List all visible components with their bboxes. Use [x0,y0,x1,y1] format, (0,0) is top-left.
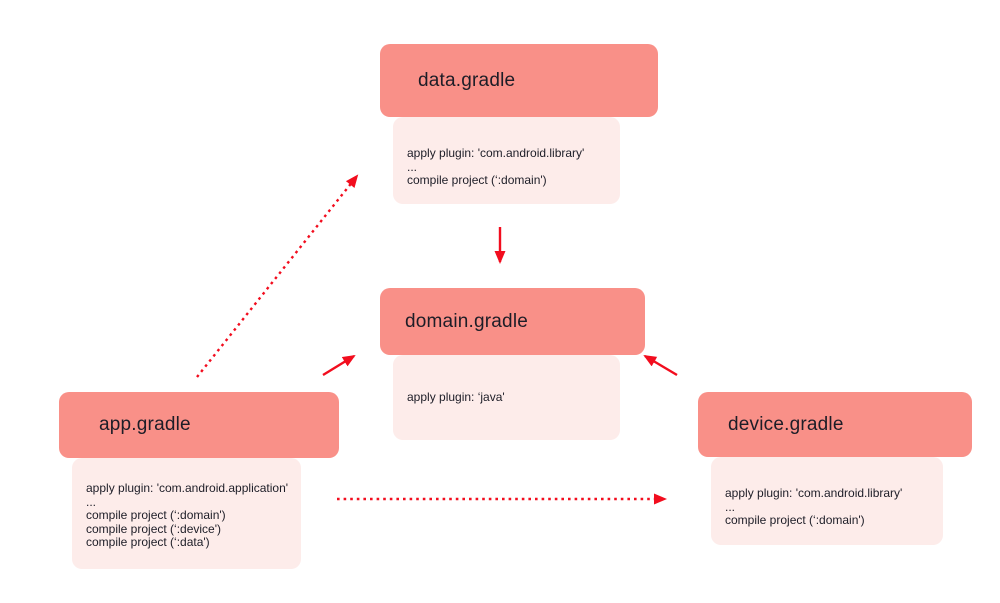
code-line: compile project (‘:domain') [407,173,547,187]
code-line: compile project (‘:domain') [725,513,865,527]
node-device-gradle-header: device.gradle [698,392,972,457]
edge-app-to-domain [322,354,356,377]
code-line: apply plugin: ‘java' [407,390,505,404]
edge-device-to-domain [643,354,678,377]
node-app-gradle-body: apply plugin: 'com.android.application' … [72,458,301,569]
node-data-gradle-title: data.gradle [418,69,516,91]
edge-app-to-data [196,174,359,378]
node-app-gradle-title: app.gradle [99,414,191,435]
node-domain-gradle-header: domain.gradle [380,288,645,355]
code-line: ... [407,159,418,174]
code-line: apply plugin: 'com.android.library' [407,146,585,160]
code-line: ... [725,499,736,514]
code-line: compile project (‘:device') [86,521,222,536]
node-data-gradle-header: data.gradle [380,44,658,117]
node-device-gradle-title: device.gradle [728,413,844,435]
node-domain-gradle-title: domain.gradle [405,310,529,332]
code-line: apply plugin: 'com.android.library' [725,486,903,500]
code-line: compile project (‘:data') [86,535,210,549]
node-data-gradle-body: apply plugin: 'com.android.library' ... … [393,117,620,204]
node-device-gradle-body: apply plugin: 'com.android.library' ... … [711,457,943,545]
code-line: apply plugin: 'com.android.application' [86,481,289,495]
node-app-gradle-header: app.gradle [59,392,339,458]
code-line: compile project (‘:domain') [86,508,226,522]
node-domain-gradle-body: apply plugin: ‘java' [393,355,620,440]
code-line: ... [86,494,97,509]
